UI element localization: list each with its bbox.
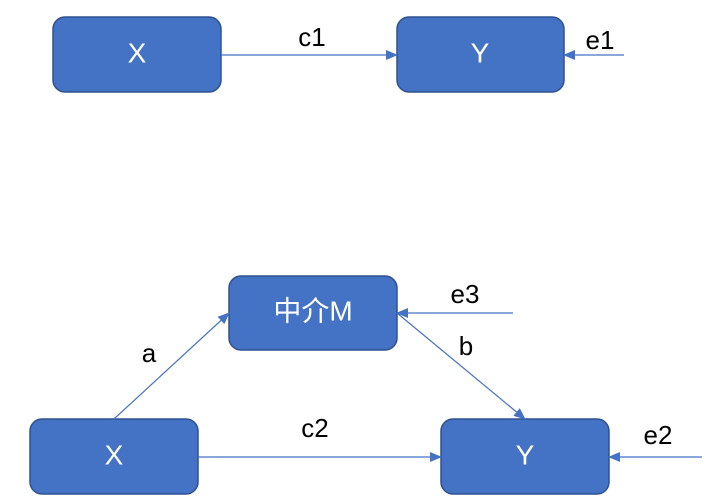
diagram1-node-y[interactable]: Y — [396, 16, 565, 93]
diagram-1: X Y c1 e1 — [52, 16, 624, 93]
diagram2-edge-label-a: a — [142, 338, 157, 368]
diagram1-node-y-label: Y — [471, 37, 490, 68]
diagram2-node-x[interactable]: X — [29, 418, 199, 495]
diagram1-node-x-label: X — [128, 37, 147, 68]
diagram1-node-x[interactable]: X — [52, 16, 222, 93]
diagram2-node-y-label: Y — [516, 439, 535, 470]
diagram2-node-x-label: X — [105, 439, 124, 470]
diagram2-edge-label-c2: c2 — [301, 413, 328, 443]
diagram2-node-mediator-label: 中介M — [273, 295, 352, 326]
diagram1-edge-label-c1: c1 — [298, 22, 325, 52]
diagram2-node-y[interactable]: Y — [440, 418, 610, 495]
diagram2-edge-label-e2: e2 — [644, 420, 673, 450]
diagram2-edge-x-to-mediator — [113, 312, 230, 420]
diagram2-edge-label-e3: e3 — [451, 279, 480, 309]
diagram1-edge-label-e1: e1 — [586, 25, 615, 55]
diagram2-node-mediator[interactable]: 中介M — [228, 275, 398, 351]
diagram2-edge-label-b: b — [459, 331, 473, 361]
diagram2-edge-mediator-to-y — [396, 312, 526, 420]
diagram-2: 中介M X Y a b c2 e3 e2 — [29, 275, 702, 495]
